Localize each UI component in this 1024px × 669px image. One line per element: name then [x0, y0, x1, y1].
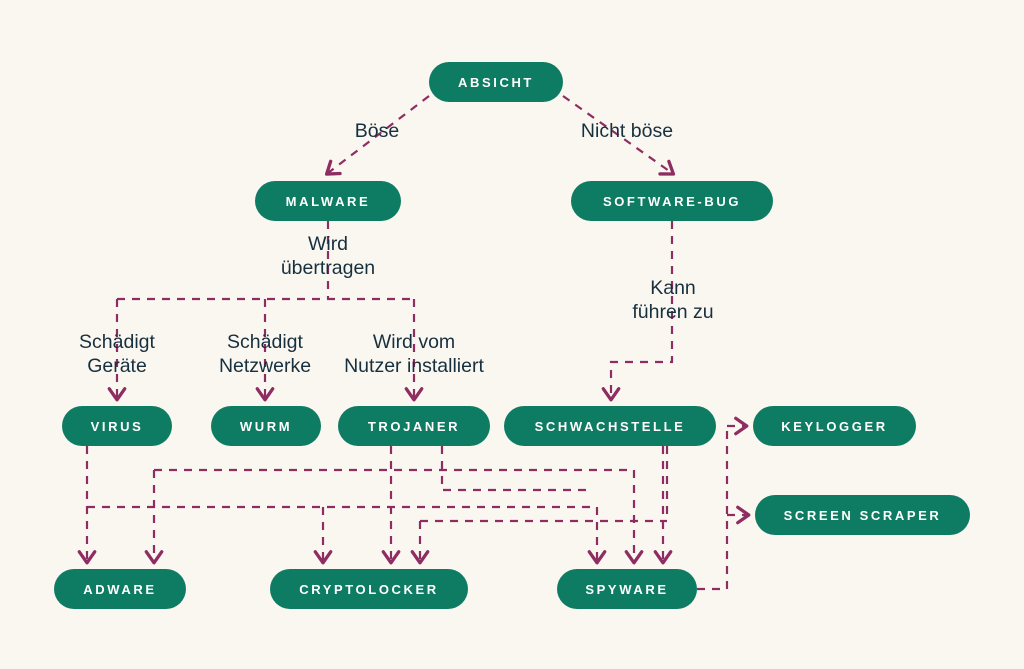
edge-label-nicht-boese: Nicht böse: [580, 120, 674, 142]
node-screen-scraper[interactable]: SCREEN SCRAPER: [755, 495, 970, 535]
node-label: ABSICHT: [458, 74, 534, 90]
node-spyware[interactable]: SPYWARE: [557, 569, 697, 609]
edge-spyware-riser: [697, 426, 729, 591]
node-virus[interactable]: VIRUS: [62, 406, 172, 446]
edge-label-wird-vom-nutzer: Wird vom Nutzer installiert: [344, 331, 484, 377]
node-label: VIRUS: [90, 418, 144, 434]
node-adware[interactable]: ADWARE: [54, 569, 186, 609]
node-label: MALWARE: [285, 193, 371, 209]
node-label: TROJANER: [367, 418, 461, 434]
edge-label-schaedigt-geraete: Schädigt Geräte: [79, 331, 155, 377]
edge-label-kann-fuehren-zu: Kann führen zu: [632, 277, 714, 323]
node-label: ADWARE: [83, 581, 157, 597]
node-software-bug[interactable]: SOFTWARE-BUG: [571, 181, 773, 221]
edge-absicht-softwarebug: [562, 95, 676, 176]
edge-absicht-malware: [324, 95, 430, 176]
edge-label-boese: Böse: [354, 120, 400, 142]
node-malware[interactable]: MALWARE: [255, 181, 401, 221]
node-label: SCREEN SCRAPER: [783, 507, 942, 523]
node-label: WURM: [239, 418, 293, 434]
node-wurm[interactable]: WURM: [211, 406, 321, 446]
edge-softwarebug-schwachstelle: [601, 221, 674, 402]
node-label: KEYLOGGER: [781, 418, 888, 434]
node-label: SCHWACHSTELLE: [534, 418, 686, 434]
edge-virus-spyware: [87, 505, 607, 565]
node-label: SPYWARE: [585, 581, 669, 597]
node-label: SOFTWARE-BUG: [602, 193, 742, 209]
edge-label-schaedigt-netzwerke: Schädigt Netzwerke: [218, 331, 312, 377]
node-schwachstelle[interactable]: SCHWACHSTELLE: [504, 406, 716, 446]
node-trojaner[interactable]: TROJANER: [338, 406, 490, 446]
node-label: CRYPTOLOCKER: [299, 581, 439, 597]
edge-label-wird-uebertragen: Wird übertragen: [280, 233, 376, 279]
edge-trojaner-right-run: [440, 446, 593, 492]
node-absicht[interactable]: ABSICHT: [429, 62, 563, 102]
node-cryptolocker[interactable]: CRYPTOLOCKER: [270, 569, 468, 609]
node-keylogger[interactable]: KEYLOGGER: [753, 406, 916, 446]
